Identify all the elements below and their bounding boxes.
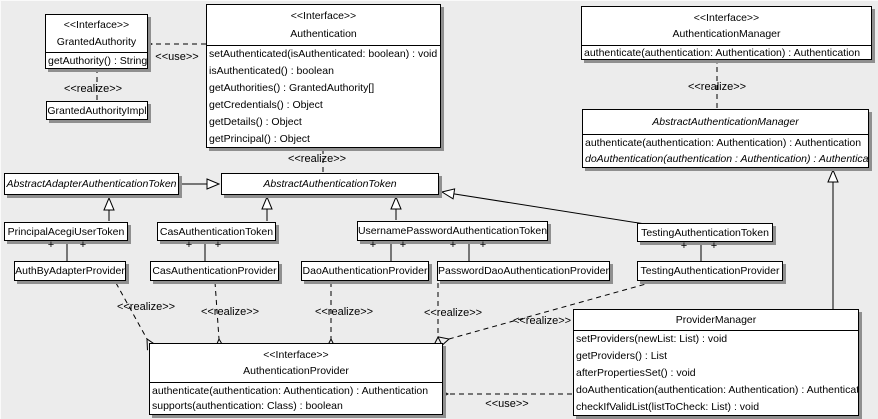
edge-realize-casauthenticationprovider xyxy=(215,281,219,339)
method-label: getCredentials() : Object xyxy=(209,98,323,111)
multiplicity-plus: + xyxy=(680,240,688,252)
method-label: getAuthorities() : GrantedAuthority[] xyxy=(209,82,375,95)
method-label: authenticate(authentication: Authenticat… xyxy=(585,137,862,149)
method-label: supports(authentication: Class) : boolea… xyxy=(152,400,343,413)
class-name: TestingAuthenticationProvider xyxy=(640,265,780,277)
class-dao-authentication-provider: DaoAuthenticationProvider xyxy=(301,261,429,281)
realize-label: <<realize>> xyxy=(314,306,374,318)
class-name: AbstractAuthenticationToken xyxy=(263,178,397,190)
realize-label: <<realize>> xyxy=(63,83,123,95)
class-auth-by-adapter-provider: AuthByAdapterProvider xyxy=(14,261,126,281)
multiplicity-plus: + xyxy=(399,239,407,251)
stereotype-label: <<Interface>> xyxy=(263,348,329,361)
class-principal-acegi-user-token: PrincipalAcegiUserToken xyxy=(4,222,128,241)
class-name: AuthByAdapterProvider xyxy=(15,265,125,277)
method-label: doAuthentication(authentication : Authen… xyxy=(585,153,868,165)
class-name: GrantedAuthorityImpl xyxy=(47,104,147,117)
class-name: AuthenticationProvider xyxy=(243,365,349,378)
method-label: authenticate(authentication: Authenticat… xyxy=(152,384,429,397)
multiplicity-plus: + xyxy=(449,239,457,251)
method-label: checkIfValidList(listToCheck: List) : vo… xyxy=(576,400,760,413)
multiplicity-plus: + xyxy=(710,240,718,252)
class-name: AbstractAuthenticationManager xyxy=(652,116,799,128)
class-name: PrincipalAcegiUserToken xyxy=(7,225,125,238)
method-label: isAuthenticated() : boolean xyxy=(209,65,334,78)
multiplicity-plus: + xyxy=(79,239,87,251)
multiplicity-plus: + xyxy=(214,239,222,251)
class-name: Authentication xyxy=(290,27,357,40)
class-name: CasAuthenticationProvider xyxy=(152,265,277,277)
realize-label: <<realize>> xyxy=(423,307,483,319)
class-name: ProviderManager xyxy=(675,314,757,326)
method-label: getPrincipal() : Object xyxy=(209,132,310,145)
method-label: authenticate(authentication: Authenticat… xyxy=(584,46,861,59)
class-abstract-adapter-authentication-token: AbstractAdapterAuthenticationToken xyxy=(4,173,179,195)
class-name: AuthenticationManager xyxy=(672,28,781,41)
class-password-dao-authentication-provider: PasswordDaoAuthenticationProvider xyxy=(437,261,610,281)
stereotype-label: <<Interface>> xyxy=(693,11,760,24)
class-granted-authority-impl: GrantedAuthorityImpl xyxy=(46,101,148,120)
stereotype-label: <<Interface>> xyxy=(290,10,357,23)
realize-label: <<realize>> xyxy=(687,81,747,93)
realize-label: <<realize>> xyxy=(512,315,572,327)
stereotype-label: <<Interface>> xyxy=(63,19,130,32)
class-authentication-manager: <<Interface>> AuthenticationManager auth… xyxy=(581,6,872,60)
edge-gen-testingtoken xyxy=(442,192,646,225)
method-label: doAuthentication(authentication: Authent… xyxy=(576,383,858,396)
realize-label: <<realize>> xyxy=(116,301,176,313)
class-authentication: <<Interface>> Authentication setAuthenti… xyxy=(206,4,441,148)
class-name: UsernamePasswordAuthenticationToken xyxy=(358,225,547,237)
class-granted-authority: <<Interface>> GrantedAuthority getAuthor… xyxy=(45,14,148,69)
method-label: setProviders(newList: List) : void xyxy=(576,333,728,346)
method-label: setAuthenticated(isAuthenticated: boolea… xyxy=(209,48,438,61)
use-label: <<use>> xyxy=(485,398,529,410)
class-name: DaoAuthenticationProvider xyxy=(302,265,428,277)
class-testing-authentication-token: TestingAuthenticationToken xyxy=(637,223,773,242)
class-abstract-authentication-manager: AbstractAuthenticationManager authentica… xyxy=(582,109,869,168)
method-label: getProviders() : List xyxy=(576,350,668,363)
use-label: <<use>> xyxy=(155,51,199,63)
realize-label: <<realize>> xyxy=(200,306,260,318)
multiplicity-plus: + xyxy=(185,239,193,251)
class-name: CasAuthenticationToken xyxy=(159,225,274,238)
method-label: getAuthority() : String xyxy=(48,54,147,67)
multiplicity-plus: + xyxy=(47,239,55,251)
class-cas-authentication-provider: CasAuthenticationProvider xyxy=(150,261,279,281)
class-cas-authentication-token: CasAuthenticationToken xyxy=(157,222,276,241)
class-name: AbstractAdapterAuthenticationToken xyxy=(6,178,177,190)
class-name: GrantedAuthority xyxy=(56,35,137,48)
edge-realize-authbyadapterprovider xyxy=(115,282,147,339)
multiplicity-plus: + xyxy=(479,239,487,251)
method-label: afterPropertiesSet() : void xyxy=(576,366,696,379)
class-abstract-authentication-token: AbstractAuthenticationToken xyxy=(221,173,439,195)
class-name: TestingAuthenticationToken xyxy=(641,226,769,239)
multiplicity-plus: + xyxy=(369,239,377,251)
method-label: getDetails() : Object xyxy=(209,115,302,128)
realize-label: <<realize>> xyxy=(287,153,347,165)
class-username-password-authentication-token: UsernamePasswordAuthenticationToken xyxy=(357,221,548,241)
class-provider-manager: ProviderManager setProviders(newList: Li… xyxy=(573,309,859,416)
class-authentication-provider: <<Interface>> AuthenticationProvider aut… xyxy=(149,343,443,415)
class-name: PasswordDaoAuthenticationProvider xyxy=(438,265,609,277)
class-testing-authentication-provider: TestingAuthenticationProvider xyxy=(637,261,783,281)
